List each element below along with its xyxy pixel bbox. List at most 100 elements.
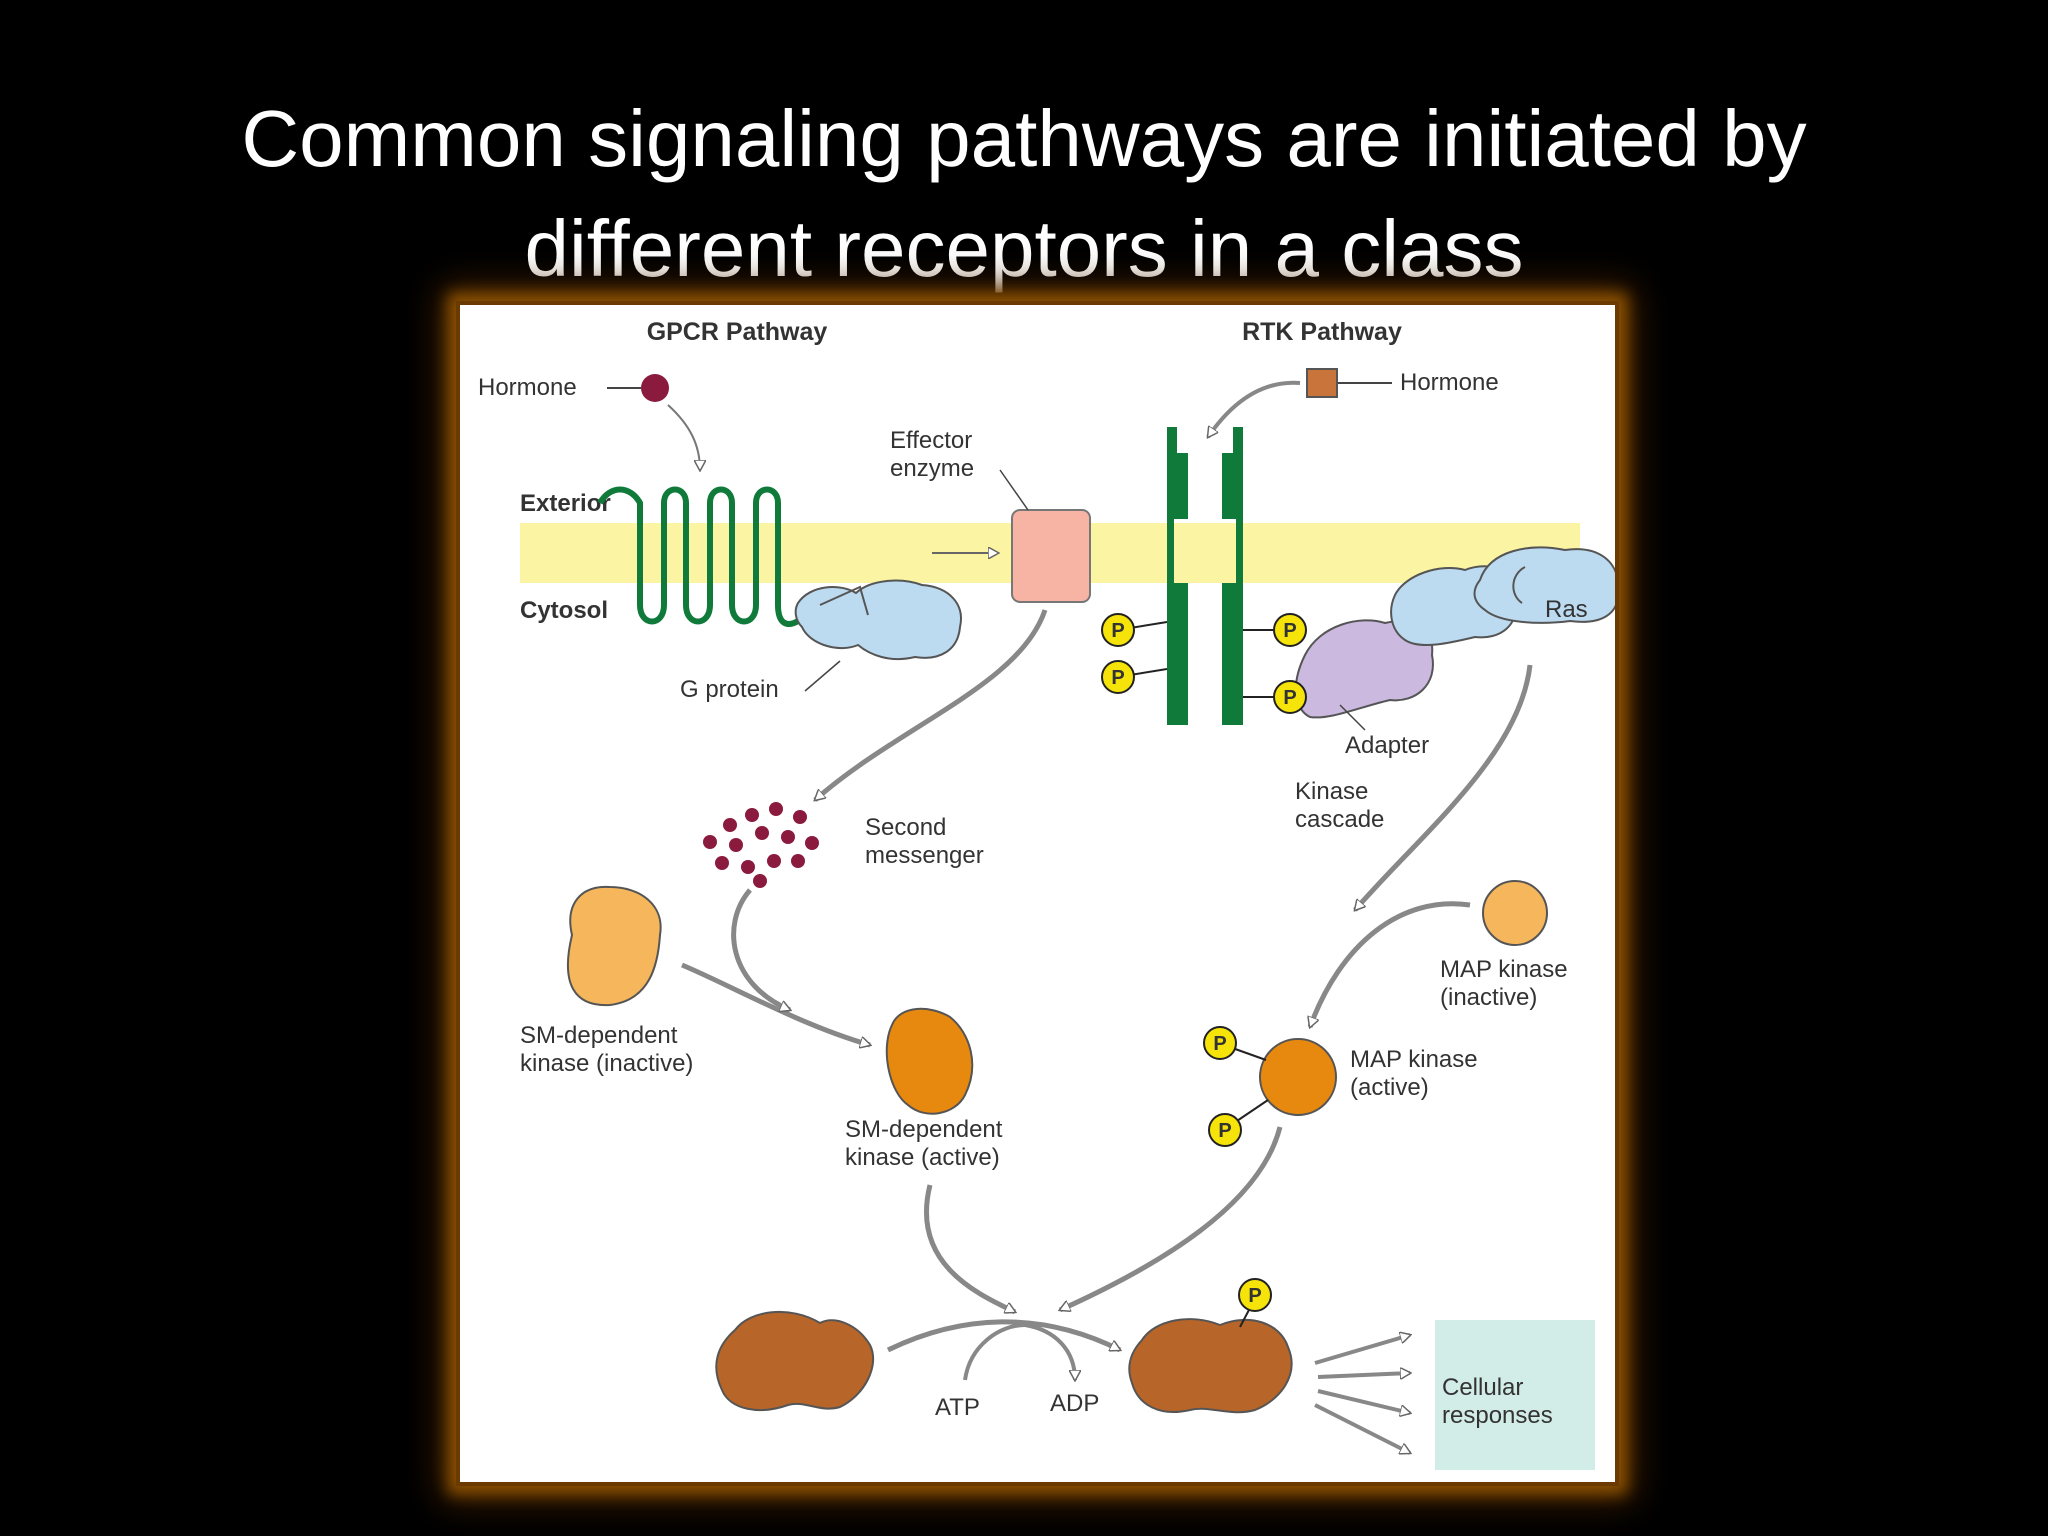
phosphate-badge: P bbox=[1203, 1026, 1237, 1060]
map-kinase-to-target-arrow bbox=[1060, 1126, 1283, 1313]
effector-leader bbox=[999, 469, 1029, 511]
second-messenger-label-line-2: messenger bbox=[865, 842, 984, 869]
hormone-left-label: Hormone bbox=[478, 374, 577, 401]
map-kinase-inactive-label-line-2: (inactive) bbox=[1440, 984, 1537, 1011]
messenger-dot bbox=[781, 830, 795, 844]
response-arrow bbox=[1317, 1373, 1410, 1377]
adapter-label: Adapter bbox=[1345, 732, 1429, 759]
messenger-dot bbox=[723, 818, 737, 832]
phosphate-label: P bbox=[1218, 1120, 1231, 1142]
phosphate-circle bbox=[1101, 660, 1135, 694]
effector-label-line-1: Effector bbox=[890, 427, 972, 454]
cytosol-label: Cytosol bbox=[520, 597, 608, 624]
phosphate-label: P bbox=[1213, 1033, 1226, 1055]
ras-detail-line bbox=[1512, 566, 1526, 604]
sm-kinase-inactive-label-line-1: SM-dependent bbox=[520, 1022, 678, 1049]
messenger-dot bbox=[793, 810, 807, 824]
phosphate-badge: P bbox=[1273, 680, 1307, 714]
hormone-right-label: Hormone bbox=[1400, 369, 1499, 396]
rtk-receptor-left bbox=[1167, 427, 1188, 725]
cellular-responses-label-line-2: responses bbox=[1442, 1402, 1553, 1429]
cellular-responses-box bbox=[1435, 1320, 1595, 1470]
phosphate-circle bbox=[1101, 613, 1135, 647]
hormone-left-arrow bbox=[667, 404, 700, 470]
gpcr-receptor bbox=[597, 486, 800, 627]
effector-label-line-2: enzyme bbox=[890, 455, 974, 482]
phosphate-label: P bbox=[1111, 667, 1124, 689]
adapter-leader bbox=[1339, 704, 1366, 731]
target-protein-phosphorylated bbox=[1128, 1318, 1293, 1414]
response-arrow bbox=[1317, 1389, 1410, 1413]
phosphate-badge: P bbox=[1273, 613, 1307, 647]
sm-kinase-active bbox=[885, 1007, 974, 1115]
messenger-dot bbox=[745, 808, 759, 822]
second-messenger-dots bbox=[703, 802, 819, 888]
sm-kinase-to-target-arrow bbox=[924, 1184, 1015, 1315]
messenger-to-kinase-arrow bbox=[731, 888, 790, 1010]
map-kinase-active-label-line-2: (active) bbox=[1350, 1074, 1429, 1101]
messenger-dot bbox=[755, 826, 769, 840]
p-link bbox=[1239, 1307, 1251, 1328]
messenger-dot bbox=[729, 838, 743, 852]
g-protein-label: G protein bbox=[680, 676, 779, 703]
messenger-dot bbox=[767, 854, 781, 868]
response-arrow bbox=[1314, 1403, 1410, 1455]
hormone-right-ligand bbox=[1306, 368, 1338, 398]
phosphorylation-arrow bbox=[886, 1319, 1120, 1353]
gpcr-pathway-header: GPCR Pathway bbox=[647, 318, 828, 346]
effector-to-messenger-arrow bbox=[815, 609, 1048, 802]
map-kinase-inactive-label-line-1: MAP kinase bbox=[1440, 956, 1568, 983]
adp-label: ADP bbox=[1050, 1390, 1099, 1417]
g-protein bbox=[794, 579, 962, 661]
ras-label: Ras bbox=[1545, 596, 1588, 623]
rtk-receptor-right bbox=[1222, 427, 1243, 725]
messenger-dot bbox=[805, 836, 819, 850]
second-messenger-label-line-1: Second bbox=[865, 814, 946, 841]
g-protein-leader bbox=[804, 660, 841, 692]
rtk-pathway-header: RTK Pathway bbox=[1242, 318, 1402, 346]
messenger-dot bbox=[769, 802, 783, 816]
phosphate-circle bbox=[1273, 613, 1307, 647]
kinase-cascade-label-line-1: Kinase bbox=[1295, 778, 1368, 805]
rtk-receptor-dimer bbox=[1167, 427, 1243, 725]
slide-title: Common signaling pathways are initiated … bbox=[0, 84, 2048, 304]
messenger-dot bbox=[753, 874, 767, 888]
hormone-right-arrow bbox=[1206, 380, 1301, 437]
map-kinase-inactive bbox=[1482, 880, 1548, 946]
adapter-protein bbox=[1294, 619, 1434, 719]
exterior-label: Exterior bbox=[520, 490, 611, 517]
slide-title-line-1: Common signaling pathways are initiated … bbox=[241, 93, 1807, 183]
phosphate-circle bbox=[1238, 1278, 1272, 1312]
adp-arrow bbox=[1024, 1323, 1075, 1380]
slide-title-line-2: different receptors in a class bbox=[524, 203, 1524, 293]
phosphate-label: P bbox=[1283, 620, 1296, 642]
messenger-dot bbox=[715, 856, 729, 870]
atp-label: ATP bbox=[935, 1394, 980, 1421]
cellular-responses-label-line-1: Cellular bbox=[1442, 1374, 1523, 1401]
ras-protein bbox=[1473, 546, 1615, 624]
phosphate-circle bbox=[1208, 1113, 1242, 1147]
messenger-dot bbox=[703, 835, 717, 849]
phosphate-label: P bbox=[1111, 620, 1124, 642]
map-kinase-active-label-line-1: MAP kinase bbox=[1350, 1046, 1478, 1073]
target-protein-unphosphorylated bbox=[715, 1310, 875, 1411]
phosphate-badge: P bbox=[1101, 613, 1135, 647]
phosphate-badge: P bbox=[1208, 1113, 1242, 1147]
sm-kinase-inactive-label-line-2: kinase (inactive) bbox=[520, 1050, 693, 1077]
response-arrow bbox=[1314, 1335, 1410, 1365]
map-kinase-active bbox=[1259, 1038, 1337, 1116]
phosphate-circle bbox=[1203, 1026, 1237, 1060]
atp-arrow bbox=[963, 1323, 1026, 1381]
figure-frame: GPCR Pathway RTK Pathway Exterior Cytoso… bbox=[460, 305, 1615, 1482]
kinase-cascade-label-line-2: cascade bbox=[1295, 806, 1384, 833]
phosphate-label: P bbox=[1248, 1285, 1261, 1307]
hormone-left-ligand bbox=[641, 374, 669, 402]
signaling-diagram: GPCR Pathway RTK Pathway Exterior Cytoso… bbox=[478, 318, 1615, 1470]
kinase-cascade-arrow bbox=[1353, 664, 1533, 910]
sm-kinase-active-label-line-1: SM-dependent bbox=[845, 1116, 1003, 1143]
sm-inactive-to-active-arrow bbox=[681, 962, 870, 1045]
messenger-dot bbox=[791, 854, 805, 868]
map-inactive-to-active-arrow bbox=[1310, 901, 1471, 1027]
phosphate-badge: P bbox=[1101, 660, 1135, 694]
